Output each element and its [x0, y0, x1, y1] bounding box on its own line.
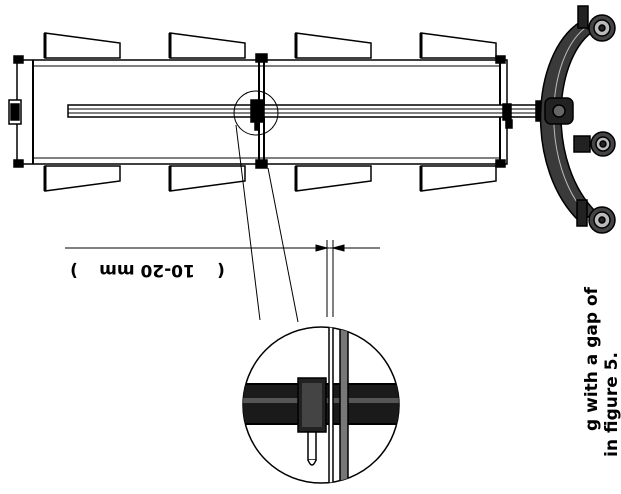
rack-assembly [8, 53, 551, 169]
detail-marker-circle [233, 90, 279, 136]
detail-leaders [235, 124, 299, 323]
dimension-label: 10-20 mm [99, 260, 195, 280]
shelf-trays-bottom [43, 165, 497, 192]
base-arc [539, 21, 598, 223]
wheeled-base [539, 21, 598, 223]
caption-line-1: g with a gap of [582, 286, 602, 431]
dimension-line [65, 240, 380, 317]
caster-middle [573, 131, 616, 157]
end-bracket [8, 99, 22, 125]
caster-top [577, 5, 616, 42]
detail-magnifier [242, 326, 400, 484]
axle-bar [67, 104, 539, 118]
shelf-trays-top [43, 32, 497, 59]
axle-clamp [250, 99, 265, 131]
caster-bottom [576, 199, 616, 234]
dimension-label-paren-open: ( [217, 260, 225, 280]
dimension-label-paren-close: ) [70, 260, 78, 280]
caption-line-2: in figure 5. [602, 352, 621, 457]
